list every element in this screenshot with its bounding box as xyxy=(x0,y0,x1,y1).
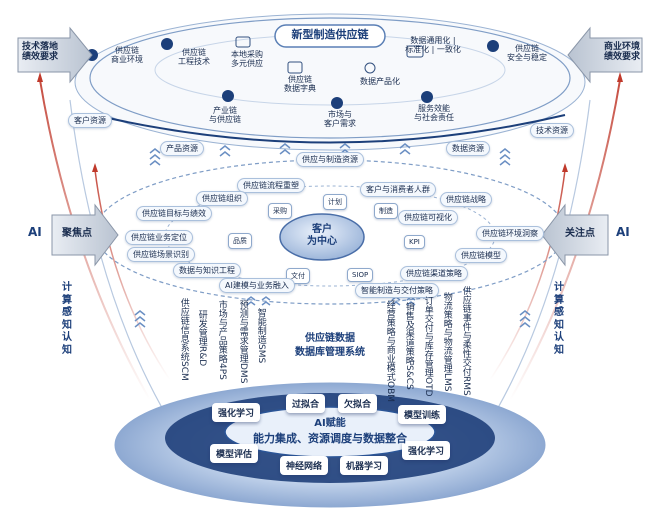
resource-pill-product: 产品资源 xyxy=(160,141,204,156)
red-arrowhead-right xyxy=(617,72,623,82)
mid-label: 供应链模型 xyxy=(455,248,507,263)
standard-icon xyxy=(406,45,424,58)
badge-manufacturing: 制造 xyxy=(374,203,398,219)
node-dot xyxy=(331,97,343,109)
resource-pill-tech: 技术资源 xyxy=(530,123,574,138)
system-label: 订单交付与库存管理OTD xyxy=(422,296,433,397)
red-arrowhead-left-inner xyxy=(92,163,98,172)
system-label: 供应链信息系统SCM xyxy=(178,298,189,381)
red-arrowhead-right-inner xyxy=(562,163,568,172)
ai-tile: 强化学习 xyxy=(212,403,261,422)
mid-label: AI建模与业务融入 xyxy=(219,278,295,293)
node-label: 供应链 工程技术 xyxy=(178,48,210,67)
resource-pill-data: 数据资源 xyxy=(446,141,490,156)
mid-label: 供应链目标与绩效 xyxy=(136,206,212,221)
database-system-label: 供应链数据 数据库管理系统 xyxy=(295,333,365,358)
node-label: 供应链 安全与稳定 xyxy=(507,44,547,63)
focus-arrow-right xyxy=(541,203,609,267)
node-label: 市场与 客户需求 xyxy=(324,110,356,129)
mid-label: 供应链业务定位 xyxy=(125,230,193,245)
top-ellipse-outer xyxy=(74,13,586,151)
system-label: 经营策略与商业模式OBM xyxy=(384,300,395,403)
top-title-pill xyxy=(274,24,386,48)
ai-tile: 模型评估 xyxy=(210,444,259,463)
node-label: 供应链 商业环境 xyxy=(111,46,143,65)
ai-tile: 神经网络 xyxy=(280,456,329,475)
data-product-icon xyxy=(364,62,376,74)
side-text-right: 计 算 感 知 认 知 xyxy=(554,282,564,356)
red-arrowhead-left xyxy=(37,72,43,82)
system-label: 市场与产品策略4PS xyxy=(216,300,227,380)
mid-label: 供应链环境洞察 xyxy=(476,226,544,241)
base-center xyxy=(224,406,436,458)
system-label: 预测与需求管理DMS xyxy=(237,300,248,384)
mid-label: 供应链可视化 xyxy=(398,210,458,225)
top-arrow-left xyxy=(17,26,93,84)
ai-label-left: AI xyxy=(28,225,42,239)
node-label: 数据通用化 | 标准化 | 一致化 xyxy=(405,36,461,55)
system-label: 智能制造SMS xyxy=(255,308,266,364)
system-label: 研发管理R&D xyxy=(196,310,207,367)
badge-procurement: 采购 xyxy=(268,203,292,219)
mid-label: 供应链流程重塑 xyxy=(237,178,305,193)
system-label: 销售及渠道策略S&CS xyxy=(403,302,414,390)
red-arrow-left-inner xyxy=(94,169,171,381)
node-dot xyxy=(222,90,234,102)
ai-tile: 过拟合 xyxy=(286,394,326,413)
side-text-left: 计 算 感 知 认 知 xyxy=(62,282,72,356)
mid-label: 客户与消费者人群 xyxy=(360,182,436,197)
resource-pill-supply: 供应与制造资源 xyxy=(296,152,364,167)
mid-label: 智能制造与交付策略 xyxy=(355,283,439,298)
badge-siop: SIOP xyxy=(347,268,374,282)
node-label: 服务效能 与社会责任 xyxy=(414,104,454,123)
customer-center-shape xyxy=(279,213,365,261)
node-label: 供应链 数据字典 xyxy=(284,75,316,94)
funnel-right-curve xyxy=(484,99,591,431)
mid-label: 供应链场景识别 xyxy=(127,247,195,262)
system-label: 物流策略与物流管理LMS xyxy=(441,292,452,392)
red-arrow-right-inner xyxy=(489,169,566,381)
mid-label: 数据与知识工程 xyxy=(173,263,241,278)
focus-label-left: 聚焦点 xyxy=(62,228,92,239)
node-label: 本地采购 多元供应 xyxy=(231,50,263,69)
ai-tile: 机器学习 xyxy=(340,456,389,475)
funnel-left-curve xyxy=(69,99,176,431)
top-ellipse-ring xyxy=(89,17,571,139)
mid-label: 供应链战略 xyxy=(440,192,492,207)
supplier-icon xyxy=(235,36,251,48)
node-dot xyxy=(161,38,173,50)
top-ellipse-front-rim xyxy=(94,114,566,144)
focus-label-right: 关注点 xyxy=(565,228,595,239)
customer-center-label: 客户 为中心 xyxy=(307,224,337,247)
mid-label: 供应链渠道策略 xyxy=(400,266,468,281)
chevrons-up xyxy=(149,143,511,166)
base-title: AI赋能 xyxy=(314,418,346,429)
node-label: 数据产品化 xyxy=(360,77,400,86)
badge-quality: 品质 xyxy=(228,233,252,249)
dictionary-icon xyxy=(287,61,303,74)
top-arrow-right xyxy=(567,26,643,84)
ai-tile: 模型训练 xyxy=(398,405,447,424)
base-subtitle: 能力集成、资源调度与数据整合 xyxy=(253,432,407,445)
mid-label: 供应链组织 xyxy=(196,191,248,206)
focus-arrow-left xyxy=(51,203,119,267)
top-left-label: 技术落地 绩效要求 xyxy=(22,42,59,63)
resource-pill-customer: 客户资源 xyxy=(68,113,112,128)
node-label: 产业链 与供应链 xyxy=(209,106,241,125)
badge-planning: 计划 xyxy=(323,194,347,210)
ai-tile: 欠拟合 xyxy=(338,394,378,413)
top-right-label: 商业环境 绩效要求 xyxy=(603,42,640,63)
top-title: 新型制造供应链 xyxy=(291,28,369,41)
ai-tile: 强化学习 xyxy=(402,441,451,460)
ai-label-right: AI xyxy=(616,225,630,239)
node-dot xyxy=(421,91,433,103)
badge-kpi: KPI xyxy=(404,235,425,249)
node-dot xyxy=(487,40,499,52)
system-label: 供应链事件与柔性交付RMS xyxy=(460,286,471,396)
